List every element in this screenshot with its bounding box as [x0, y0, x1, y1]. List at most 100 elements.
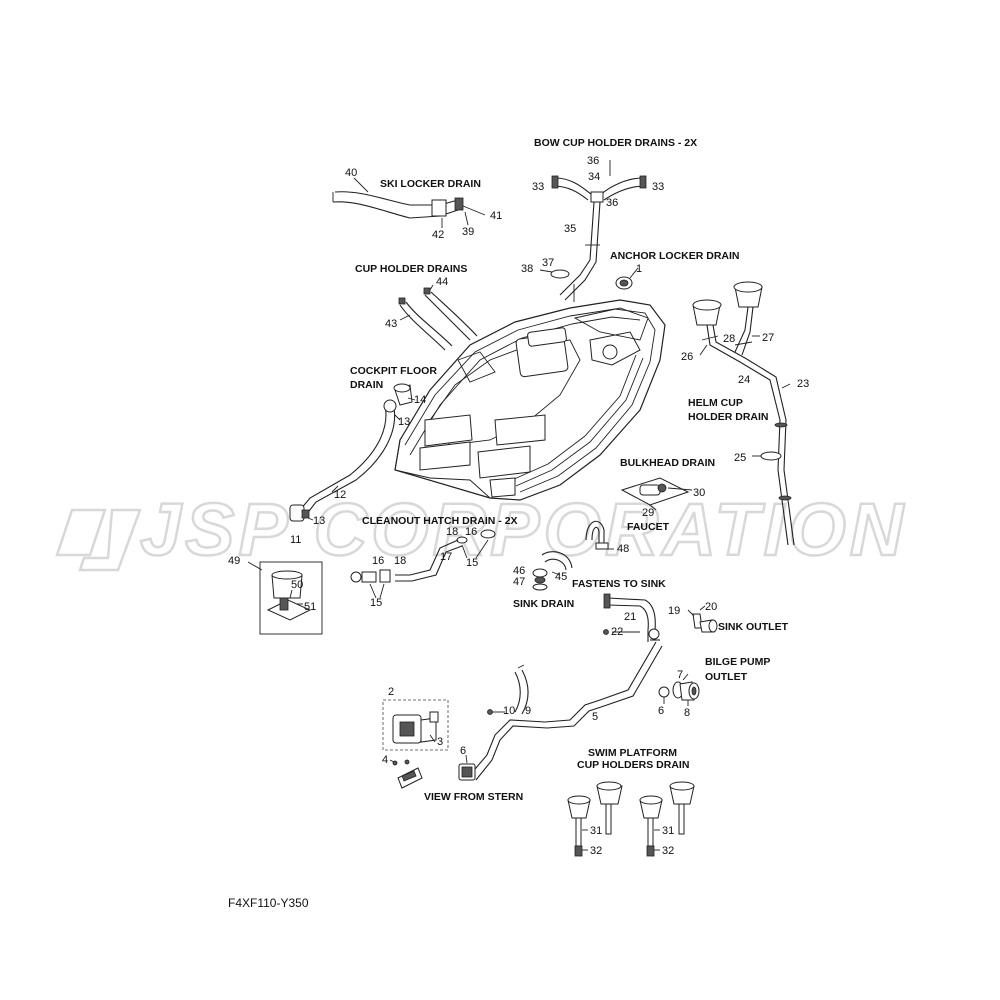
callout-31b: 31 [662, 825, 674, 837]
callout-46: 46 [513, 565, 525, 577]
callout-37: 37 [542, 257, 554, 269]
callout-50: 50 [291, 579, 303, 591]
label-sink-outlet: SINK OUTLET [718, 621, 789, 633]
callout-23: 23 [797, 378, 809, 390]
callout-38: 38 [521, 263, 533, 275]
callout-20: 20 [705, 601, 717, 613]
callout-8: 8 [684, 707, 690, 719]
cleanout-hatch-drain-group [350, 529, 496, 599]
callout-1: 1 [636, 263, 642, 275]
callout-15a: 15 [466, 557, 478, 569]
callout-32b: 32 [662, 845, 674, 857]
label-anchor-locker-drain: ANCHOR LOCKER DRAIN [610, 250, 740, 262]
callout-5: 5 [592, 711, 598, 723]
callout-44: 44 [436, 276, 448, 288]
callout-35: 35 [564, 223, 576, 235]
label-helm-cup-1: HELM CUP [688, 397, 743, 409]
watermark-text: JSP CORPORATION [140, 488, 907, 571]
callout-25: 25 [734, 452, 746, 464]
bulkhead-drain-group [620, 477, 693, 511]
callout-31a: 31 [590, 825, 602, 837]
callout-48: 48 [617, 543, 629, 555]
callout-6a: 6 [658, 705, 664, 717]
callout-18a: 18 [446, 526, 458, 538]
callout-21: 21 [624, 611, 636, 623]
stern-fitting-group [458, 754, 476, 781]
callout-39: 39 [462, 226, 474, 238]
callout-51: 51 [304, 601, 316, 613]
callout-13a: 13 [398, 416, 410, 428]
callout-36a: 36 [587, 155, 599, 167]
bow-cup-holder-drain-group [539, 160, 647, 302]
callout-7: 7 [677, 669, 683, 681]
callout-16a: 16 [465, 526, 477, 538]
label-bulkhead-drain: BULKHEAD DRAIN [620, 457, 715, 469]
swim-platform-cup-holders-group [567, 781, 695, 857]
callout-32a: 32 [590, 845, 602, 857]
sink-drain-group [532, 551, 573, 591]
label-helm-cup-2: HOLDER DRAIN [688, 411, 769, 423]
label-swim-platform-1: SWIM PLATFORM [588, 747, 677, 759]
label-bilge-pump-2: OUTLET [705, 671, 748, 683]
faucet-group [585, 520, 614, 550]
watermark: JSP CORPORATION [55, 487, 907, 572]
callout-49: 49 [228, 555, 240, 567]
label-faucet: FAUCET [627, 521, 670, 533]
label-sink-drain: SINK DRAIN [513, 598, 574, 610]
anchor-locker-drain-group [615, 267, 639, 290]
callout-19: 19 [668, 605, 680, 617]
label-cockpit-floor-1: COCKPIT FLOOR [350, 365, 437, 377]
diagram-code: F4XF110-Y350 [228, 896, 309, 910]
callout-16b: 16 [372, 555, 384, 567]
callout-43: 43 [385, 318, 397, 330]
label-ski-locker-drain: SKI LOCKER DRAIN [380, 178, 481, 190]
callout-11: 11 [290, 534, 301, 546]
label-bow-cup-holder-drains: BOW CUP HOLDER DRAINS - 2X [534, 137, 697, 149]
callout-34: 34 [588, 171, 600, 183]
callout-26: 26 [681, 351, 693, 363]
cockpit-floor-drain-group [289, 383, 416, 522]
callout-45: 45 [555, 571, 567, 583]
label-cleanout-hatch-drain: CLEANOUT HATCH DRAIN - 2X [362, 515, 518, 527]
callout-33b: 33 [652, 181, 664, 193]
callout-4: 4 [382, 754, 388, 766]
callout-3: 3 [437, 736, 443, 748]
callout-29: 29 [642, 507, 654, 519]
label-view-from-stern: VIEW FROM STERN [424, 791, 523, 803]
callout-24: 24 [738, 374, 750, 386]
ski-locker-drain-group [332, 177, 486, 228]
callout-47: 47 [513, 576, 525, 588]
bilge-hose-group [469, 641, 663, 781]
callout-12: 12 [334, 489, 346, 501]
callout-36b: 36 [606, 197, 618, 209]
helm-cup-holder-drain-group [692, 281, 795, 546]
callout-27: 27 [762, 332, 774, 344]
callout-17: 17 [440, 551, 452, 563]
bilge-pump-group [382, 699, 449, 789]
callout-18b: 18 [394, 555, 406, 567]
callout-30: 30 [693, 487, 705, 499]
callout-40: 40 [345, 167, 357, 179]
sink-outlet-group [603, 593, 718, 642]
label-cup-holder-drains: CUP HOLDER DRAINS [355, 263, 467, 275]
callout-15b: 15 [370, 597, 382, 609]
bilge-pump-outlet-group [658, 673, 700, 706]
callout-42: 42 [432, 229, 444, 241]
callout-33a: 33 [532, 181, 544, 193]
label-fastens-to-sink: FASTENS TO SINK [572, 578, 666, 590]
label-swim-platform-2: CUP HOLDERS DRAIN [577, 759, 689, 771]
callout-28: 28 [723, 333, 735, 345]
callout-13b: 13 [313, 515, 325, 527]
callout-14: 14 [414, 394, 426, 406]
callout-6b: 6 [460, 745, 466, 757]
cup-holder-drain-group [398, 284, 478, 351]
callout-2: 2 [388, 686, 394, 698]
callout-41: 41 [490, 210, 502, 222]
label-bilge-pump-1: BILGE PUMP [705, 656, 770, 668]
jsp-logo-icon [55, 508, 142, 572]
label-cockpit-floor-2: DRAIN [350, 379, 383, 391]
part-49-box [247, 561, 323, 635]
callout-22: 22 [611, 626, 623, 638]
callout-10: 10 [503, 705, 515, 717]
